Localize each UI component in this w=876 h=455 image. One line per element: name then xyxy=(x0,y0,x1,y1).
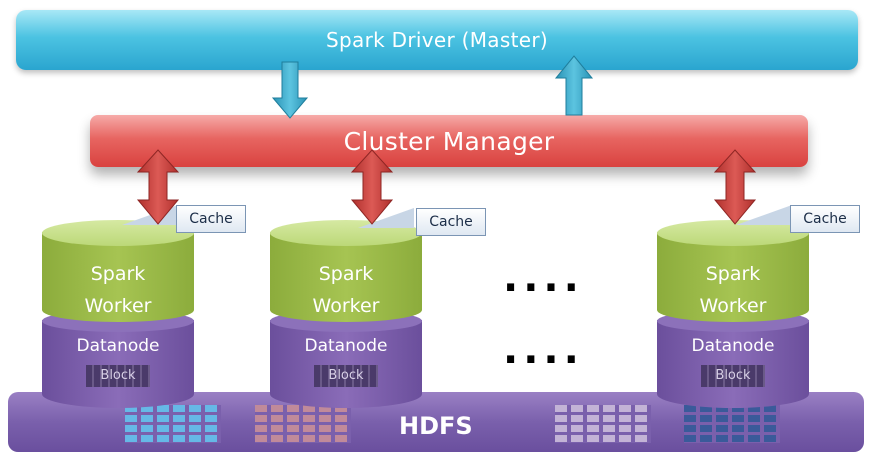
spark-worker-cylinder xyxy=(42,232,194,322)
spark-driver-bar: Spark Driver (Master) xyxy=(16,10,858,70)
cache-pointer xyxy=(736,205,792,225)
datanode-label: Datanode xyxy=(304,336,388,356)
hdfs-label: HDFS xyxy=(399,412,473,440)
cluster-manager-bar: Cluster Manager xyxy=(90,115,808,167)
cache-label: Cache xyxy=(176,205,246,233)
datanode-cylinder xyxy=(270,320,422,408)
hdfs-block-grid xyxy=(125,405,221,443)
worker-node: Spark Worker Datanode Block xyxy=(657,220,809,408)
block-label: Block xyxy=(701,365,765,387)
cache-label: Cache xyxy=(790,205,860,233)
worker-node: Spark Worker Datanode Block xyxy=(42,220,194,408)
arrow-up-icon xyxy=(554,55,594,116)
hdfs-block-grid xyxy=(684,405,780,443)
arrow-down-icon xyxy=(271,61,309,119)
block-label: Block xyxy=(314,365,378,387)
spark-worker-label: Spark Worker xyxy=(84,263,152,317)
datanode-label: Datanode xyxy=(691,336,775,356)
hdfs-block-grid xyxy=(555,405,651,443)
block-label: Block xyxy=(86,365,150,387)
datanode-cylinder xyxy=(42,320,194,408)
double-arrow-icon xyxy=(713,149,757,225)
datanode-label: Datanode xyxy=(76,336,160,356)
datanode-cylinder xyxy=(657,320,809,408)
spark-worker-label: Spark Worker xyxy=(312,263,380,317)
worker-node: Spark Worker Datanode Block xyxy=(270,220,422,408)
double-arrow-icon xyxy=(350,149,394,225)
spark-worker-label: Spark Worker xyxy=(699,263,767,317)
cluster-manager-label: Cluster Manager xyxy=(343,126,555,156)
hdfs-block-grid xyxy=(255,405,351,443)
spark-driver-label: Spark Driver (Master) xyxy=(326,28,548,52)
spark-worker-cylinder xyxy=(270,232,422,322)
double-arrow-icon xyxy=(136,149,180,225)
cache-label: Cache xyxy=(416,208,486,236)
spark-worker-cylinder xyxy=(657,232,809,322)
